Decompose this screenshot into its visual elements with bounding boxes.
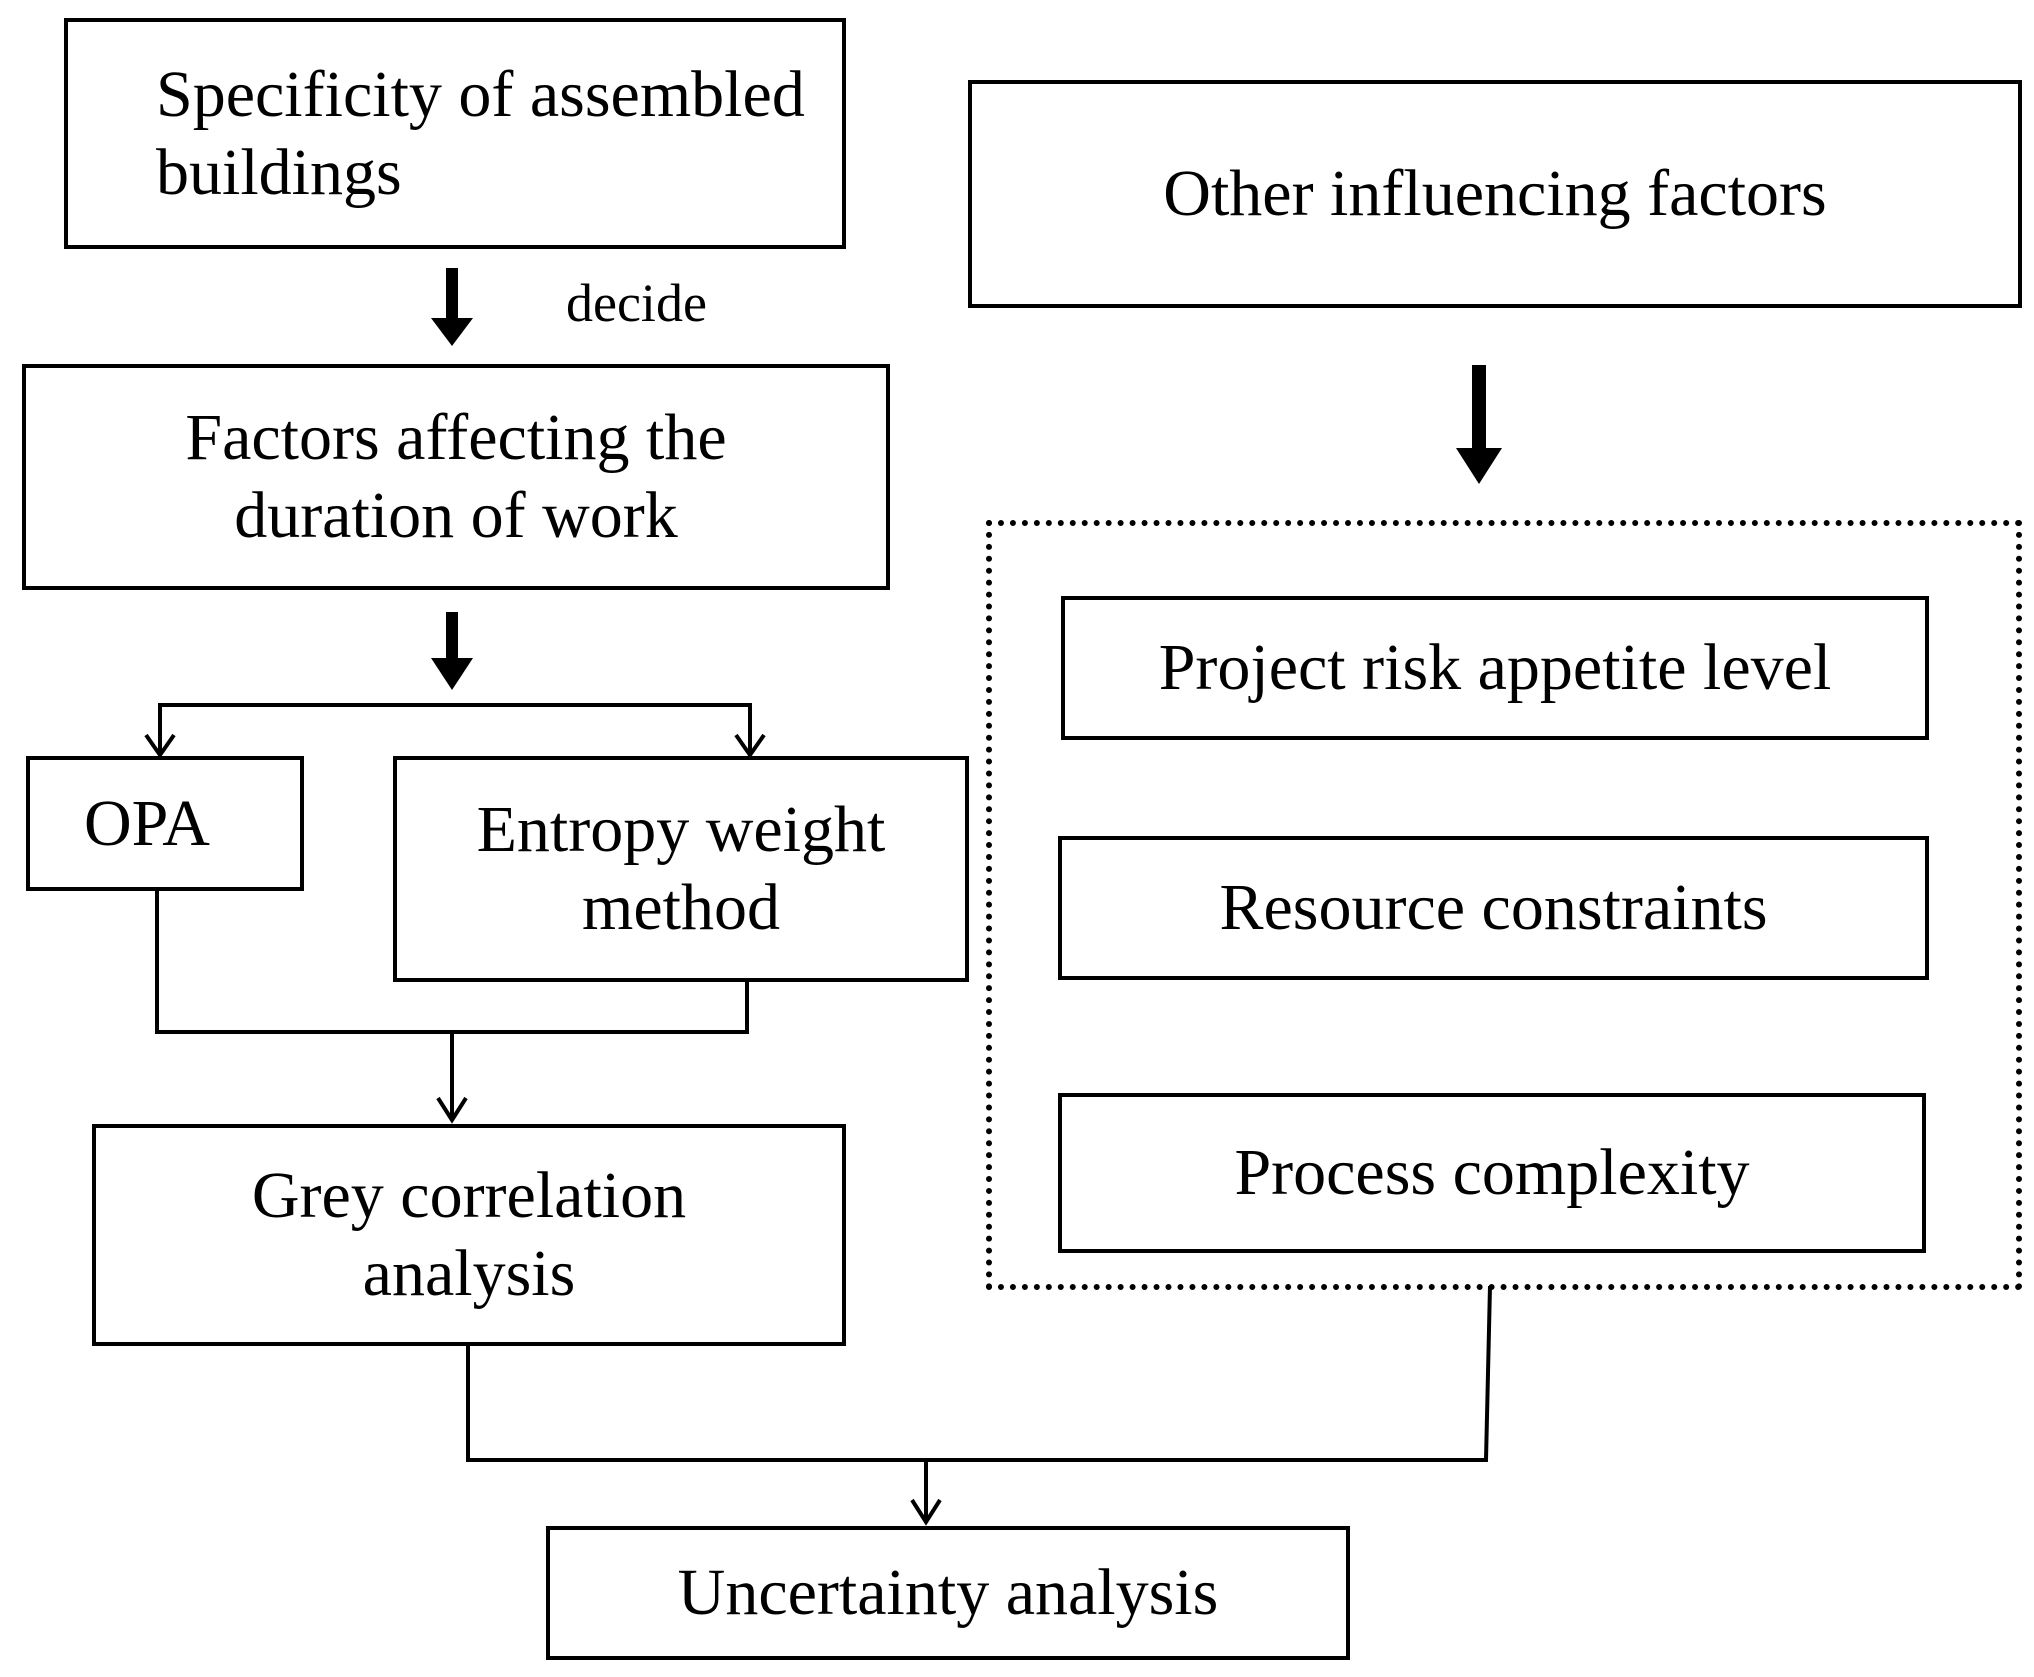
node-specificity-label: Specificity of assembled buildings (156, 57, 805, 209)
node-entropy: Entropy weight method (393, 756, 969, 982)
node-uncertainty-label: Uncertainty analysis (677, 1556, 1219, 1630)
edge-label-decide: decide (566, 273, 707, 333)
node-resource-label: Resource constraints (1219, 871, 1768, 945)
node-entropy-label: Entropy weight method (476, 793, 886, 944)
node-opa-label: OPA (84, 786, 210, 860)
split-connector (144, 703, 766, 759)
arrow-specificity-to-factors (431, 268, 473, 346)
node-process: Process complexity (1058, 1093, 1926, 1253)
node-risk-label: Project risk appetite level (1158, 631, 1832, 705)
node-risk: Project risk appetite level (1061, 596, 1929, 740)
merge-connector (155, 888, 749, 1124)
node-process-label: Process complexity (1234, 1136, 1750, 1210)
arrow-other-to-group (1456, 365, 1502, 484)
node-resource: Resource constraints (1058, 836, 1929, 980)
node-uncertainty: Uncertainty analysis (546, 1526, 1350, 1660)
arrow-factors-to-split (431, 612, 473, 690)
node-grey-label: Grey correlation analysis (251, 1159, 687, 1310)
node-factors: Factors affecting the duration of work (22, 364, 890, 590)
node-factors-label: Factors affecting the duration of work (185, 401, 727, 552)
node-other-label: Other influencing factors (1163, 157, 1827, 231)
bottom-merge-connector (466, 1285, 1492, 1526)
node-other: Other influencing factors (968, 80, 2022, 308)
node-grey: Grey correlation analysis (92, 1124, 846, 1346)
node-specificity: Specificity of assembled buildings (64, 18, 846, 249)
dotted-group (986, 520, 2022, 1290)
node-opa: OPA (26, 756, 304, 891)
